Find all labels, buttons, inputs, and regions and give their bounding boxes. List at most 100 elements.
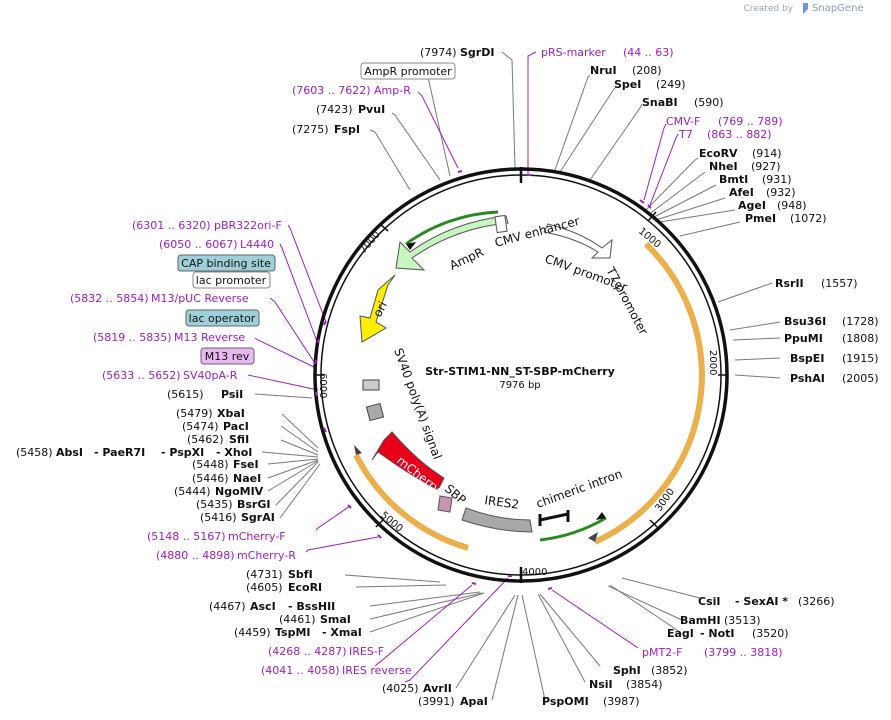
ecorv-name: EcoRV: [699, 147, 738, 160]
eagi-name: EagI: [667, 627, 694, 640]
sbfi-name: SbfI: [288, 568, 313, 581]
xmai-name: - XmaI: [322, 626, 362, 639]
box-cap-binding-site: CAP binding site: [177, 254, 276, 272]
pvui-pos: (7423): [316, 103, 353, 116]
pmt2-f-range: (3799 .. 3818): [704, 646, 783, 659]
label-ires2: IRES2: [484, 493, 520, 512]
xhoi-name: - XhoI: [216, 446, 252, 459]
snapgene-logo-icon: [803, 3, 808, 14]
green-arc-top-arrow: [406, 242, 416, 250]
pshai-name: PshAI: [790, 372, 825, 385]
nsii-pos: (3854): [626, 678, 663, 691]
bamhi-pos: (3513): [724, 614, 761, 627]
rsrii-name: RsrII: [775, 277, 804, 290]
box-lac-promoter-text: lac promoter: [196, 274, 267, 287]
box-ampr-promoter: AmpR promoter: [360, 62, 456, 80]
ampr-promoter-feature: [494, 214, 508, 234]
csii-name: CsiI: [698, 595, 720, 608]
bsrgi-pos: (5435): [196, 498, 233, 511]
pspxi-name: - PspXI: [161, 446, 204, 459]
box-ampr-promoter-text: AmpR promoter: [364, 65, 452, 78]
ires-f-range: (4268 .. 4287): [268, 645, 347, 658]
asci-name: AscI: [250, 600, 276, 613]
box-cap-binding-site-text: CAP binding site: [181, 257, 271, 270]
m13-puc-reverse-name: M13/pUC Reverse: [151, 292, 249, 305]
smai-pos: (4461): [279, 613, 316, 626]
orf-arc-right-arrow: [588, 532, 598, 542]
csii-group-pos: (3266): [798, 595, 835, 608]
naei-pos: (5446): [192, 472, 229, 485]
sbfi-pos: (4731): [246, 568, 283, 581]
chimeric-intron-feature: [538, 510, 570, 526]
prs-marker-range: (44 .. 63): [623, 46, 674, 59]
naei-name: NaeI: [233, 472, 261, 485]
bsrgi-name: BsrGI: [237, 498, 270, 511]
sgrdi-pos: (7974): [420, 46, 457, 59]
l4440-range: (6050 .. 6067): [159, 238, 238, 251]
green-arc-bottom-arrow: [596, 512, 606, 520]
sv40pa-r-range: (5633 .. 5652): [102, 369, 181, 382]
tick-1000: [647, 211, 657, 222]
m13-puc-reverse-range: (5832 .. 5854): [70, 292, 149, 305]
rsrii-pos: (1557): [821, 277, 858, 290]
sgrai-name: SgrAI: [241, 511, 275, 524]
psii-name: PsiI: [221, 388, 243, 401]
paci-name: PacI: [223, 420, 249, 433]
bsu36i-pos: (1728): [842, 315, 879, 328]
bspei-pos: (1915): [842, 352, 879, 365]
ires-reverse-range: (4041 .. 4058): [261, 664, 340, 677]
pspomi-name: PspOMI: [542, 695, 589, 708]
afei-pos: (932): [766, 186, 796, 199]
ecori-name: EcoRI: [288, 581, 322, 594]
sv40-feature-block: [365, 402, 385, 422]
nrui-name: NruI: [590, 64, 617, 77]
fsei-pos: (5448): [192, 458, 229, 471]
credit-prefix: Created by: [743, 4, 793, 14]
ngomiv-pos: (5444): [174, 485, 211, 498]
m13-reverse-range: (5819 .. 5835): [93, 331, 172, 344]
snabi-pos: (590): [694, 96, 724, 109]
sfii-pos: (5462): [187, 433, 224, 446]
tick-3000: [649, 519, 659, 529]
psii-pos: (5615): [167, 388, 204, 401]
nhei-name: NheI: [709, 160, 738, 173]
cmv-f-name: CMV-F: [666, 115, 700, 128]
t7-name: T7: [678, 128, 693, 141]
xbai-name: XbaI: [217, 407, 245, 420]
primer-markers: [314, 170, 652, 590]
box-m13-rev: M13 rev: [200, 347, 255, 365]
mcherry-r-name: mCherry-R: [237, 549, 296, 562]
lac-feature-block: [362, 379, 380, 391]
label-ori: ori: [370, 299, 390, 319]
bspei-name: BspEI: [790, 352, 824, 365]
mcherry-feature: [371, 431, 445, 491]
ppumi-pos: (1808): [842, 332, 879, 345]
m13-reverse-name: M13 Reverse: [174, 331, 245, 344]
green-arc-top: [405, 210, 499, 246]
sphi-pos: (3852): [651, 664, 688, 677]
nsii-name: NsiI: [589, 678, 613, 691]
label-t7-promoter: T7 promoter: [603, 264, 651, 337]
ires2-feature: [461, 507, 533, 533]
pmei-name: PmeI: [745, 212, 776, 225]
prs-marker-name: pRS-marker: [541, 46, 606, 59]
eagi-group-pos: (3520): [752, 627, 789, 640]
afei-name: AfeI: [729, 186, 754, 199]
agei-name: AgeI: [738, 199, 766, 212]
pvui-name: PvuI: [358, 103, 385, 116]
spei-pos: (249): [656, 78, 686, 91]
pshai-pos: (2005): [842, 372, 879, 385]
site-leader-lines: [254, 51, 781, 701]
fsei-name: FseI: [233, 458, 259, 471]
ires-reverse-name: IRES reverse: [342, 664, 412, 677]
ecorv-pos: (914): [752, 147, 782, 160]
sfii-name: SfiI: [229, 433, 249, 446]
plasmid-length: 7976 bp: [499, 380, 540, 391]
cmv-f-range: (769 .. 789): [718, 115, 783, 128]
tick-7000: [379, 223, 389, 232]
apai-name: ApaI: [460, 695, 488, 708]
t7-range: (863 .. 882): [707, 128, 772, 141]
sbp-feature: [437, 495, 453, 513]
pbr322ori-f-range: (6301 .. 6320): [132, 219, 211, 232]
